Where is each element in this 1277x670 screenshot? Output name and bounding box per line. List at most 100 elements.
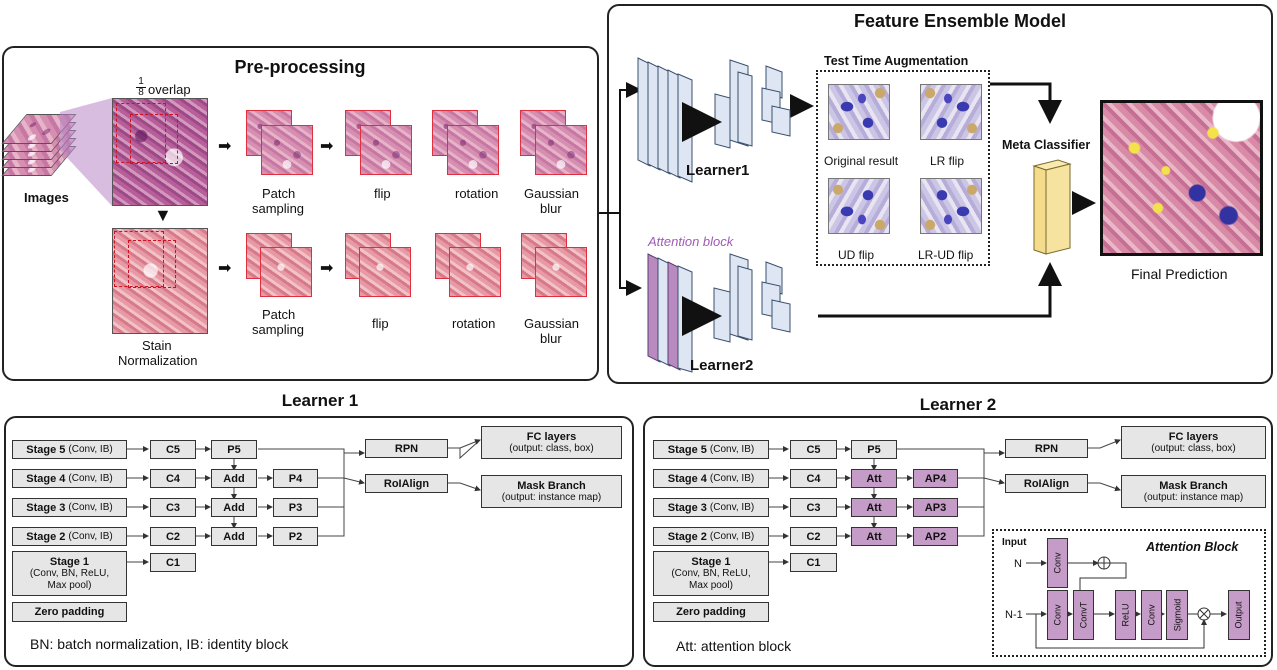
c2-block: C2 bbox=[790, 527, 837, 546]
tta-lr-image bbox=[920, 84, 982, 140]
patch-label-1: Patch bbox=[262, 186, 296, 201]
c5-block: C5 bbox=[790, 440, 837, 459]
attention-output-label: Output bbox=[1234, 601, 1244, 629]
patch-label-1: Patch bbox=[262, 307, 296, 322]
stage3-sub: (Conv, IB) bbox=[68, 501, 113, 513]
c3-block: C3 bbox=[150, 498, 196, 517]
learner2-panel-title: Learner 2 bbox=[919, 395, 997, 414]
stage2-block: Stage 2(Conv, IB) bbox=[653, 527, 769, 546]
attention-convt-label: ConvT bbox=[1078, 601, 1089, 629]
right-arrow: ➡ bbox=[218, 138, 232, 155]
attention-block-label: Attention block bbox=[648, 234, 734, 249]
attention-sigmoid: Sigmoid bbox=[1166, 590, 1188, 640]
right-arrow: ➡ bbox=[320, 260, 334, 277]
add4-block: Add bbox=[211, 469, 257, 488]
stage2-sub: (Conv, IB) bbox=[68, 530, 113, 542]
gaussian-tile bbox=[535, 247, 587, 297]
rpn-block: RPN bbox=[365, 439, 448, 458]
attention-convt: ConvT bbox=[1073, 590, 1094, 640]
stage2-label: Stage 2 bbox=[26, 530, 66, 543]
stage5-block: Stage 5(Conv, IB) bbox=[653, 440, 769, 459]
stage4-label: Stage 4 bbox=[26, 472, 66, 485]
stage3-block: Stage 3(Conv, IB) bbox=[12, 498, 127, 517]
stage2-block: Stage 2(Conv, IB) bbox=[12, 527, 127, 546]
c4-block: C4 bbox=[790, 469, 837, 488]
stage4-sub: (Conv, IB) bbox=[709, 472, 755, 484]
flip-tile bbox=[359, 247, 411, 297]
final-prediction-image bbox=[1100, 100, 1263, 256]
p2-block: P2 bbox=[273, 527, 318, 546]
mask-branch-block: Mask Branch (output: instance map) bbox=[481, 475, 622, 508]
c2-block: C2 bbox=[150, 527, 196, 546]
c1-block: C1 bbox=[150, 553, 196, 572]
gaussian-tile bbox=[535, 125, 587, 175]
attention-sigmoid-label: Sigmoid bbox=[1172, 598, 1183, 632]
patch-label-2: sampling bbox=[252, 322, 305, 337]
attention-detail-title: Attention Block bbox=[1146, 540, 1239, 554]
stage2-sub: (Conv, IB) bbox=[709, 530, 755, 542]
overlap-label: overlap bbox=[148, 82, 191, 97]
attention-output: Output bbox=[1228, 590, 1250, 640]
add2-block: Add bbox=[211, 527, 257, 546]
patch-tile bbox=[261, 125, 313, 175]
stain-label-2: Normalization bbox=[118, 353, 198, 368]
overlap-window bbox=[114, 231, 164, 287]
stage1-sub2: Max pool) bbox=[689, 579, 733, 591]
attention-relu-label: ReLU bbox=[1120, 603, 1131, 627]
rotation-label: rotation bbox=[455, 186, 499, 201]
final-prediction-label: Final Prediction bbox=[1131, 266, 1228, 282]
flip-label: flip bbox=[374, 186, 391, 201]
overlap-numerator: 1 bbox=[136, 77, 146, 88]
p5-block: P5 bbox=[211, 440, 257, 459]
tta-ud-label: UD flip bbox=[838, 248, 875, 262]
c3-block: C3 bbox=[790, 498, 837, 517]
tta-ud-image bbox=[828, 178, 890, 234]
fc-title: FC layers bbox=[526, 430, 577, 443]
mask-title: Mask Branch bbox=[1159, 479, 1228, 492]
overlap-fraction: 1 8 bbox=[136, 77, 146, 98]
roialign-block: RoIAlign bbox=[1005, 474, 1088, 493]
fc-title: FC layers bbox=[1168, 430, 1219, 443]
gaussian-label-1: Gaussian bbox=[524, 316, 579, 331]
n-label: N bbox=[1014, 558, 1022, 570]
stage2-label: Stage 2 bbox=[667, 530, 707, 543]
right-arrow: ➡ bbox=[320, 138, 334, 155]
down-arrow: ▼ bbox=[154, 205, 172, 225]
fc-sub: (output: class, box) bbox=[509, 442, 594, 454]
p3-block: P3 bbox=[273, 498, 318, 517]
attention-conv-2-label: Conv bbox=[1146, 604, 1157, 626]
input-label: Input bbox=[1002, 537, 1027, 548]
preprocessing-title: Pre-processing bbox=[234, 57, 366, 77]
stage1-sub1: (Conv, BN, ReLU, bbox=[29, 567, 110, 579]
learner1-footnote: BN: batch normalization, IB: identity bl… bbox=[30, 636, 289, 652]
fc-sub: (output: class, box) bbox=[1151, 442, 1236, 454]
overlap-window bbox=[128, 240, 176, 288]
c5-block: C5 bbox=[150, 440, 196, 459]
rotation-tile bbox=[449, 247, 501, 297]
flip-tile bbox=[360, 125, 412, 175]
n-minus-1-label: N-1 bbox=[1005, 609, 1023, 621]
att3-block: Att bbox=[851, 498, 897, 517]
attention-conv-n1-label: Conv bbox=[1052, 604, 1063, 626]
attention-relu: ReLU bbox=[1115, 590, 1136, 640]
stage1-label: Stage 1 bbox=[691, 555, 731, 568]
stage4-block: Stage 4(Conv, IB) bbox=[653, 469, 769, 488]
stage1-block: Stage 1 (Conv, BN, ReLU, Max pool) bbox=[12, 551, 127, 596]
p4-block: P4 bbox=[273, 469, 318, 488]
attention-conv-n-label: Conv bbox=[1052, 552, 1063, 574]
ap2-block: AP2 bbox=[913, 527, 958, 546]
learner2-footnote: Att: attention block bbox=[676, 638, 792, 654]
p5-block: P5 bbox=[851, 440, 897, 459]
fc-layers-block: FC layers (output: class, box) bbox=[481, 426, 622, 459]
stage1-label: Stage 1 bbox=[49, 555, 90, 568]
stage5-label: Stage 5 bbox=[667, 443, 707, 456]
overlap-window bbox=[116, 103, 166, 163]
attention-conv-2: Conv bbox=[1141, 590, 1162, 640]
tta-lrud-label: LR-UD flip bbox=[918, 248, 974, 262]
images-label: Images bbox=[24, 190, 69, 205]
add3-block: Add bbox=[211, 498, 257, 517]
stain-label-1: Stain bbox=[142, 338, 172, 353]
tta-box bbox=[816, 70, 990, 266]
stage1-block: Stage 1 (Conv, BN, ReLU, Max pool) bbox=[653, 551, 769, 596]
c1-block: C1 bbox=[790, 553, 837, 572]
